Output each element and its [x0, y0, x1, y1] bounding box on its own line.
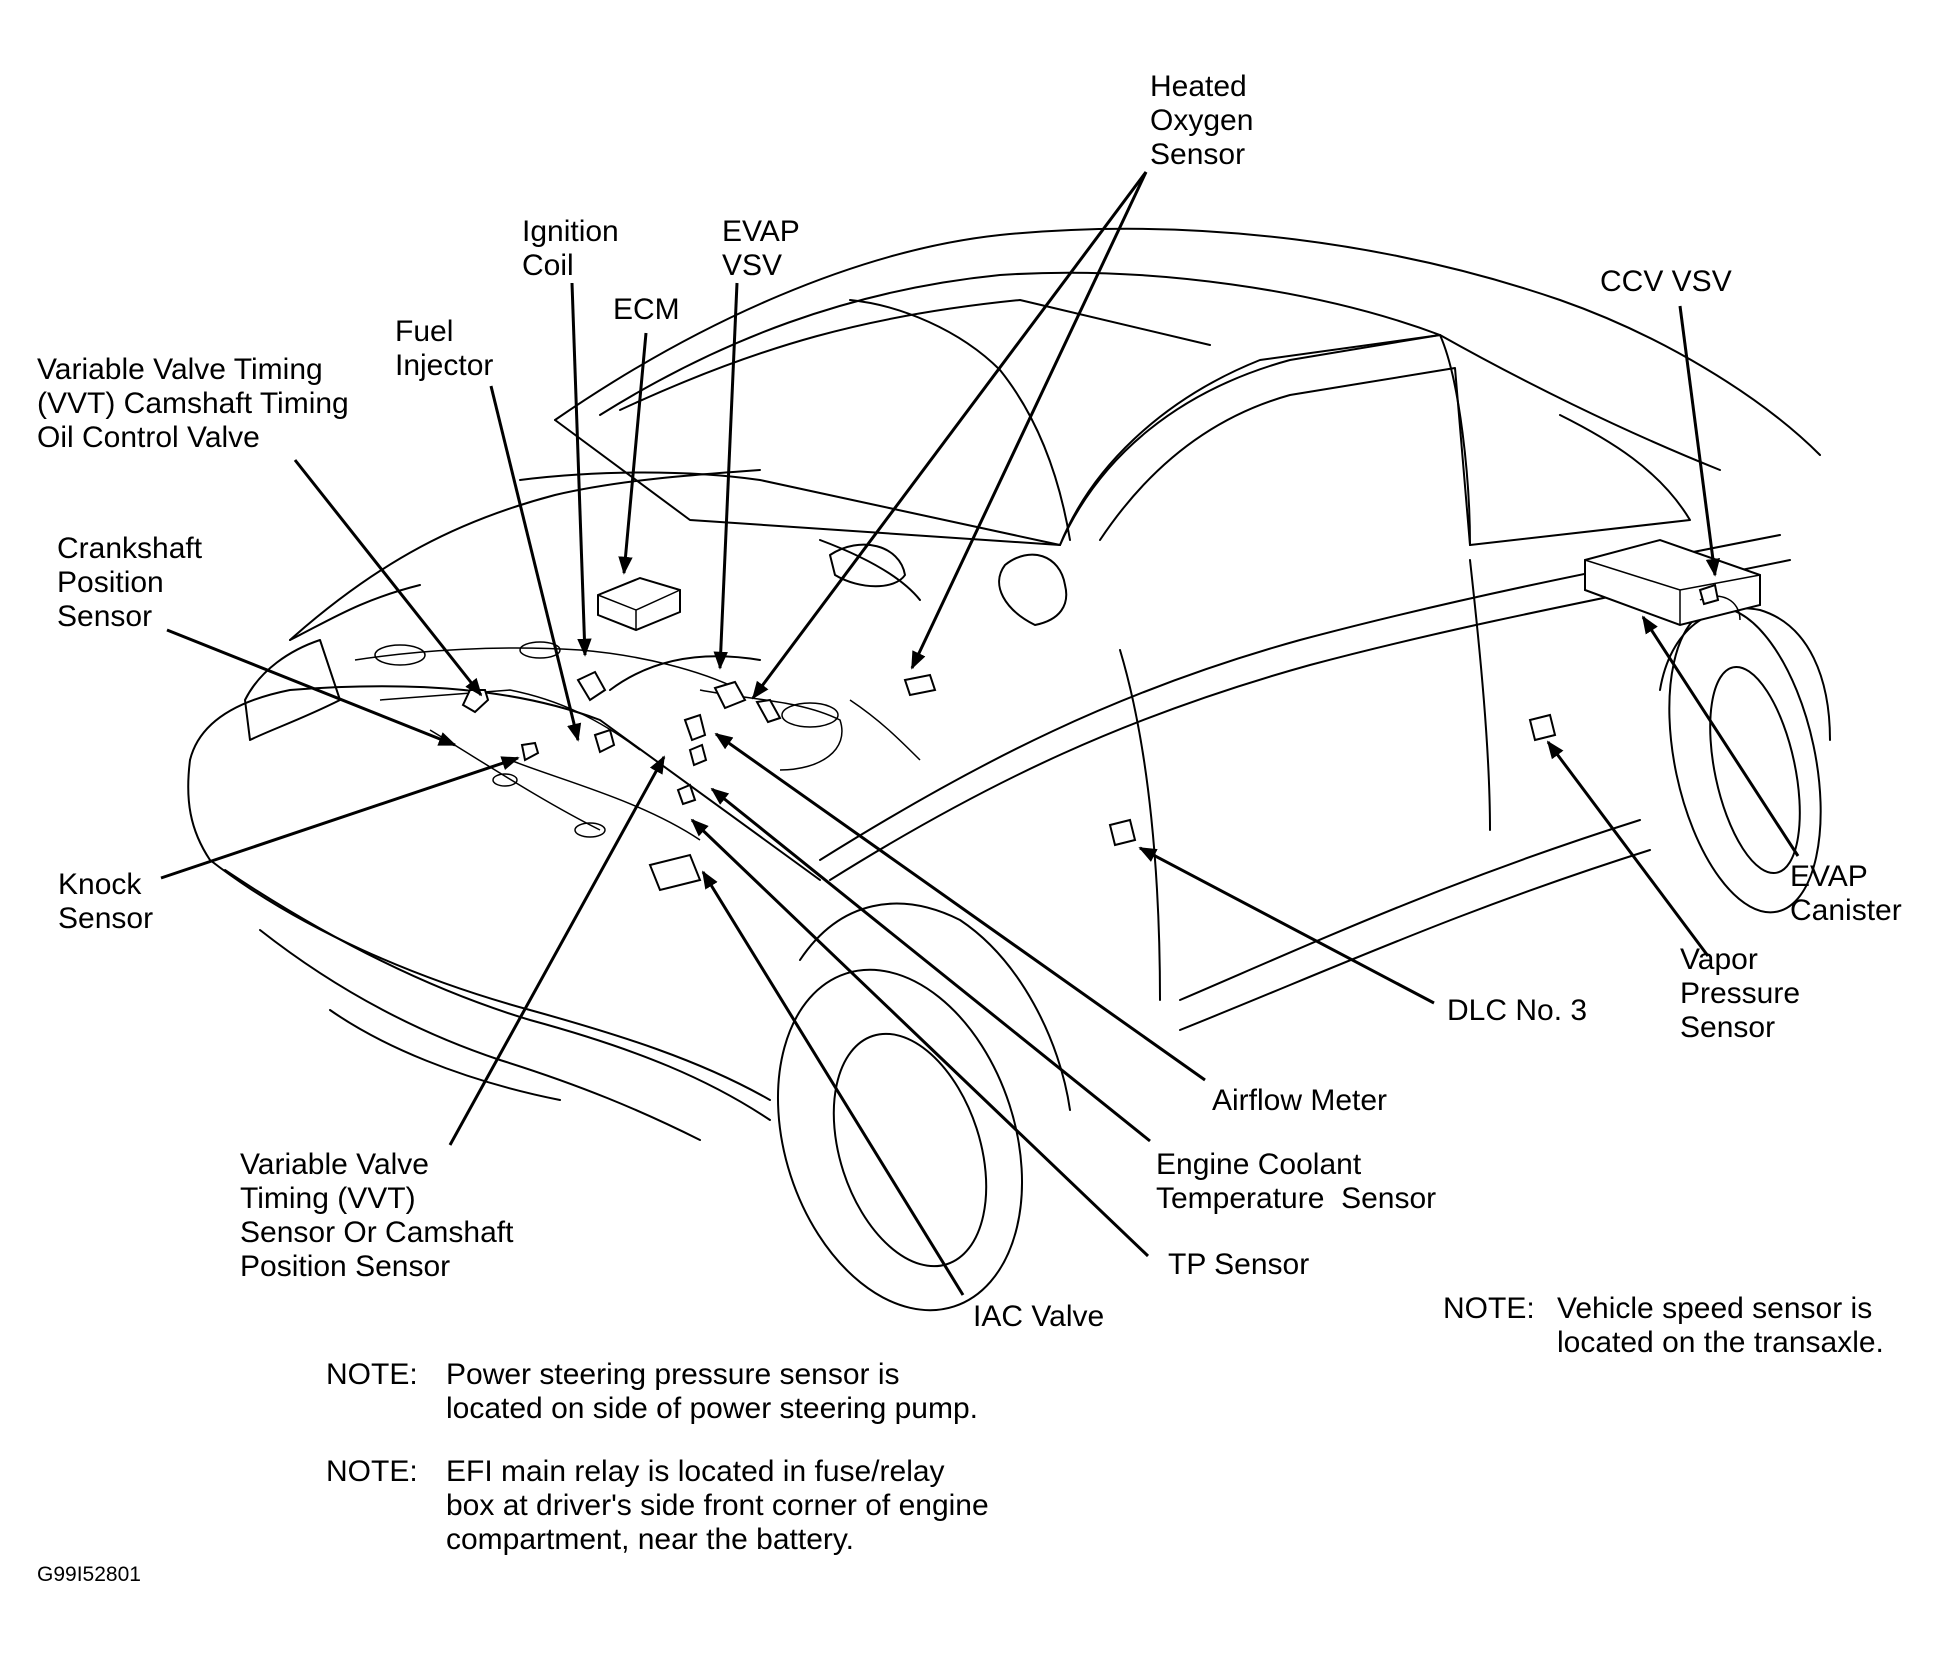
- label-vvt-sensor: Variable Valve Timing (VVT) Sensor Or Ca…: [240, 1148, 514, 1283]
- label-knock-sensor: Knock Sensor: [58, 868, 154, 935]
- note-text: Power steering pressure sensor is locate…: [446, 1358, 978, 1425]
- leader-dlc3: [1138, 846, 1435, 1005]
- note-text: Vehicle speed sensor is located on the t…: [1557, 1292, 1884, 1359]
- leader-knock: [160, 756, 520, 880]
- note-efi-main-relay: NOTE: EFI main relay is located in fuse/…: [326, 1455, 1106, 1560]
- label-iac-valve: IAC Valve: [973, 1300, 1105, 1333]
- leader-ignition-coil: [570, 282, 592, 657]
- label-airflow-meter: Airflow Meter: [1212, 1084, 1388, 1117]
- note-text: EFI main relay is located in fuse/relay …: [446, 1455, 989, 1556]
- leader-vapor-pressure: [1546, 740, 1710, 957]
- leader-ect: [710, 787, 1151, 1143]
- label-ignition-coil: Ignition Coil: [522, 215, 619, 282]
- leader-crankshaft: [166, 628, 457, 747]
- note-key: NOTE:: [326, 1358, 418, 1391]
- leader-iac: [701, 870, 965, 1296]
- leader-lines: [160, 171, 1800, 1296]
- label-tp-sensor: TP Sensor: [1168, 1248, 1310, 1281]
- note-key: NOTE:: [1443, 1292, 1535, 1325]
- label-heated-oxygen-sensor: Heated Oxygen Sensor: [1150, 70, 1254, 171]
- label-evap-vsv: EVAP VSV: [722, 215, 800, 282]
- label-vapor-pressure-sensor: Vapor Pressure Sensor: [1680, 943, 1801, 1044]
- note-key: NOTE:: [326, 1455, 418, 1488]
- leader-evap-canister: [1641, 615, 1800, 857]
- leader-vvt-ocv: [293, 459, 483, 697]
- figure-code: G99I52801: [37, 1563, 141, 1586]
- note-vehicle-speed-sensor: NOTE: Vehicle speed sensor is located on…: [1443, 1292, 1923, 1364]
- leader-evap-vsv: [713, 282, 739, 670]
- label-dlc3: DLC No. 3: [1447, 994, 1588, 1027]
- label-fuel-injector: Fuel Injector: [395, 315, 494, 382]
- leader-vvt-sensor: [448, 755, 666, 1146]
- note-power-steering-sensor: NOTE: Power steering pressure sensor is …: [326, 1358, 1066, 1430]
- leader-heated-oxygen-1: [751, 171, 1148, 700]
- leader-tp: [690, 818, 1150, 1258]
- leader-airflow: [714, 732, 1206, 1082]
- label-ecm: ECM: [613, 293, 680, 326]
- leader-heated-oxygen-2: [910, 171, 1148, 670]
- label-ccv-vsv: CCV VSV: [1600, 265, 1732, 298]
- label-vvt-ocv: Variable Valve Timing (VVT) Camshaft Tim…: [37, 353, 349, 454]
- label-ect-sensor: Engine Coolant Temperature Sensor: [1156, 1148, 1437, 1215]
- leader-fuel-injector: [489, 385, 582, 742]
- label-crankshaft-position-sensor: Crankshaft Position Sensor: [57, 532, 203, 633]
- label-evap-canister: EVAP Canister: [1790, 860, 1902, 927]
- leader-ecm: [618, 332, 648, 575]
- leader-ccv-vsv: [1678, 305, 1721, 577]
